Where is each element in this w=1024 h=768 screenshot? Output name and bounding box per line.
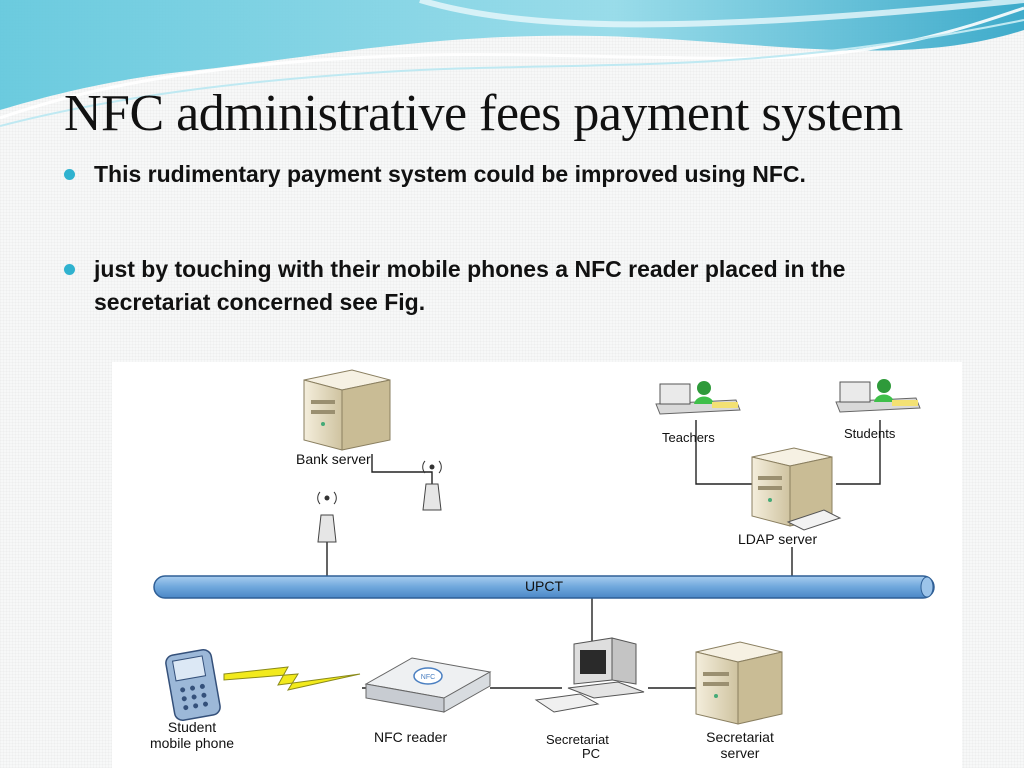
bullet-text: This rudimentary payment system could be…	[94, 161, 806, 187]
upct-label: UPCT	[525, 578, 564, 594]
students-workstation-icon	[835, 379, 921, 413]
secretariat-pc-label: Secretariat	[546, 732, 609, 747]
nfc-reader-icon: NFC	[364, 657, 492, 713]
teachers-label: Teachers	[662, 430, 715, 445]
ldap-server-label: LDAP server	[738, 531, 817, 547]
bullet-item: This rudimentary payment system could be…	[62, 158, 962, 191]
teachers-workstation-icon	[655, 381, 741, 415]
secretariat-pc-label: PC	[582, 746, 600, 761]
bullet-text: just by touching with their mobile phone…	[94, 256, 846, 315]
antenna-icon	[317, 491, 337, 543]
bank-server-label: Bank server	[296, 451, 371, 467]
bullet-dot-icon	[64, 264, 75, 275]
bank-server-icon	[303, 369, 391, 451]
nfc-badge-label: NFC	[421, 674, 435, 681]
secretariat-server-label: server	[721, 745, 760, 761]
ldap-server-icon	[751, 447, 842, 531]
secretariat-server-label: Secretariat	[706, 729, 774, 745]
upct-network-bus: UPCT	[153, 575, 935, 599]
slide-title: NFC administrative fees payment system	[64, 85, 903, 142]
header-wave-decoration	[0, 0, 1024, 127]
student-phone-label: mobile phone	[150, 735, 234, 751]
network-diagram: UPCT Bank server Teachers Students	[112, 362, 962, 768]
student-phone-label: Student	[168, 719, 216, 735]
bullet-dot-icon	[64, 169, 75, 180]
network-diagram-svg: UPCT Bank server Teachers Students	[150, 369, 935, 761]
antenna-icon	[422, 460, 442, 511]
bullet-list: This rudimentary payment system could be…	[62, 158, 962, 319]
secretariat-server-icon	[695, 641, 783, 725]
students-label: Students	[844, 426, 896, 441]
nfc-reader-label: NFC reader	[374, 729, 447, 745]
desktop-pc-icon	[534, 637, 645, 713]
wireless-lightning-icon	[223, 666, 361, 691]
bullet-item: just by touching with their mobile phone…	[62, 253, 962, 319]
mobile-phone-icon	[165, 649, 221, 721]
